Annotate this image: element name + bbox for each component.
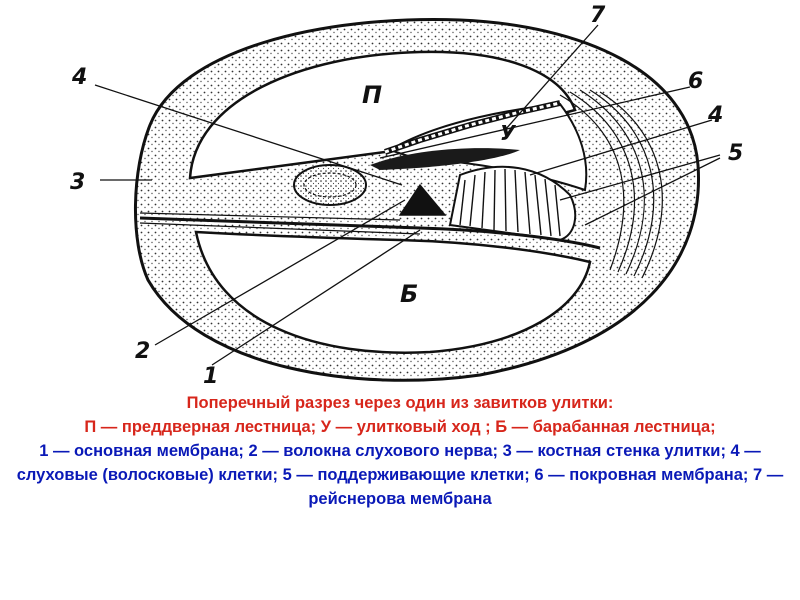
caption-title: Поперечный разрез через один из завитков…: [186, 394, 614, 412]
organ-of-corti: [398, 165, 577, 242]
leader-line-2: [154, 199, 406, 346]
caption-legend-regions: П — преддверная лестница; У — улитковый …: [84, 418, 716, 436]
basilar-membrane: [139, 212, 601, 250]
callout-7: 7: [590, 3, 606, 28]
callout-leader-lines: [94, 24, 721, 366]
spiral-ganglion: [293, 164, 367, 206]
reissner-membrane: [384, 100, 561, 155]
label-scala-tympani: Б: [400, 280, 418, 308]
callout-2: 2: [135, 339, 150, 364]
spiral-ligament: [559, 89, 663, 279]
scala-vestibuli: [188, 50, 577, 180]
label-scala-vestibuli: П: [362, 81, 382, 109]
leader-line-1: [211, 229, 421, 366]
caption-legend-structures: 1 — основная мембрана; 2 — волокна слухо…: [16, 442, 784, 508]
callout-5: 5: [728, 141, 743, 166]
callout-1: 1: [203, 364, 218, 385]
callout-4-right: 4: [707, 103, 723, 128]
leader-line-5a: [559, 154, 721, 201]
figure-caption: Поперечный разрез через один из завитков…: [10, 391, 790, 511]
leader-line-7: [504, 24, 599, 131]
cochlea-cross-section-diagram: П У Б 4 3 2 1 7 6 4 5: [70, 3, 743, 385]
leader-line-4-left: [94, 84, 403, 186]
leader-line-4-right: [529, 119, 713, 176]
callout-4-left: 4: [71, 65, 87, 90]
callout-6: 6: [688, 69, 703, 94]
scala-tympani: [194, 230, 592, 354]
tectorial-membrane: [370, 148, 520, 170]
leader-line-6: [379, 86, 691, 159]
callout-3: 3: [70, 170, 85, 195]
leader-line-5b: [584, 157, 721, 226]
cochlear-duct: [387, 102, 588, 192]
label-cochlear-duct: У: [500, 121, 517, 145]
